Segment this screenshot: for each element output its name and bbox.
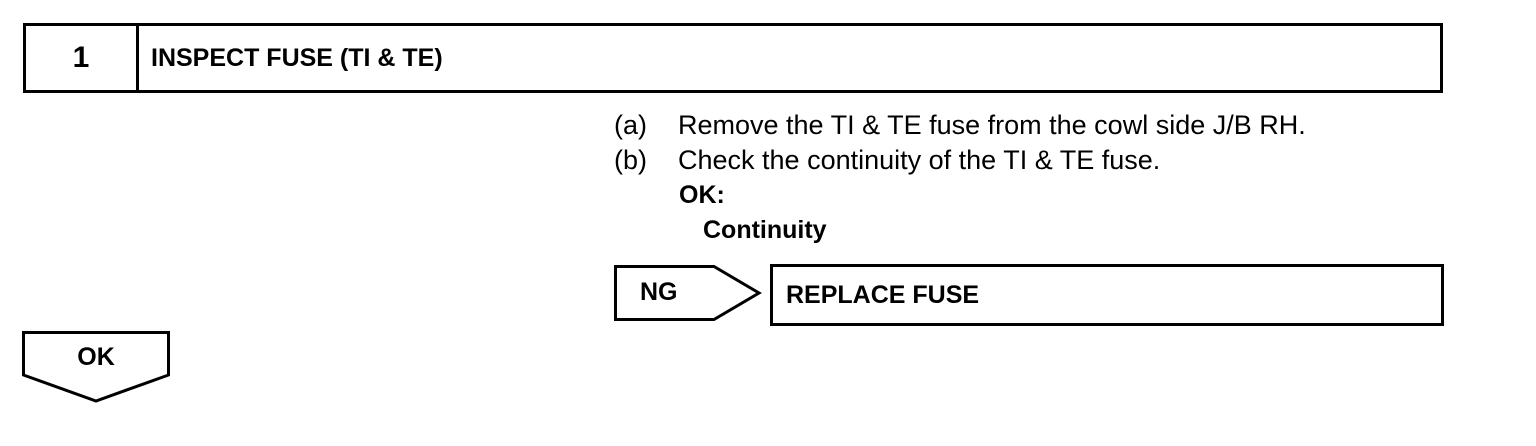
instruction-marker: (b) bbox=[614, 145, 647, 175]
instruction-marker: (a) bbox=[614, 110, 647, 140]
ok-criteria-label: OK: bbox=[679, 181, 725, 209]
ng-action-box: REPLACE FUSE bbox=[770, 264, 1444, 326]
ok-criteria-value: Continuity bbox=[703, 216, 827, 244]
ng-action-text: REPLACE FUSE bbox=[786, 280, 980, 309]
instruction-text: Remove the TI & TE fuse from the cowl si… bbox=[678, 110, 1306, 140]
ok-label: OK bbox=[77, 343, 115, 371]
instruction-text: Check the continuity of the TI & TE fuse… bbox=[678, 145, 1161, 175]
instruction-a: (a) Remove the TI & TE fuse from the cowl… bbox=[614, 110, 1306, 140]
step-header: 1 INSPECT FUSE (TI & TE) bbox=[23, 23, 1443, 93]
ok-down-arrow-icon bbox=[22, 331, 170, 403]
ng-label: NG bbox=[640, 278, 678, 306]
ng-arrow-icon bbox=[614, 265, 762, 321]
instruction-b: (b) Check the continuity of the TI & TE f… bbox=[614, 145, 1160, 175]
step-number: 1 bbox=[26, 26, 139, 90]
step-title: INSPECT FUSE (TI & TE) bbox=[151, 43, 443, 72]
